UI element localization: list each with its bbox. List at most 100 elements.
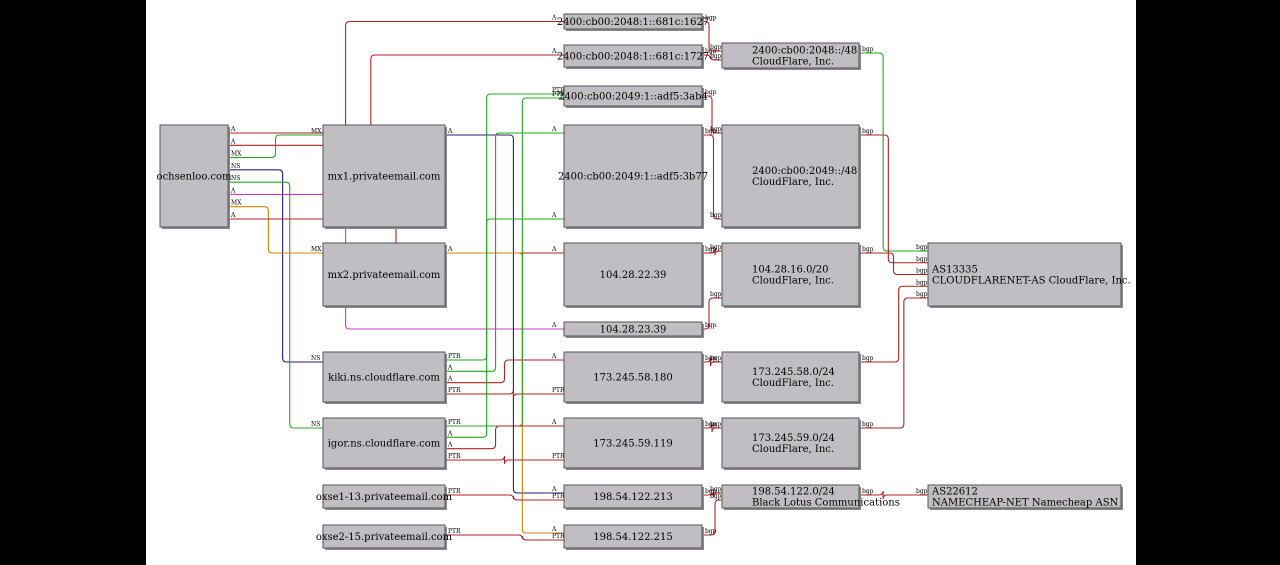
edge-ip1627-to-net2048-bgp (702, 20, 722, 52)
edge-label: A (447, 430, 453, 437)
edge-kiki-to-ip3ab4-ptr (445, 93, 564, 361)
edge-ochsenloo-to-mx2-mx (228, 206, 323, 254)
edge-label: bgp (705, 355, 717, 362)
edge-label: bgp (705, 488, 717, 495)
node-2400-cb00-2049-1-adf5-3b77: 2400:cb00:2049:1::adf5:3b77 (558, 124, 708, 229)
node-label: oxse1-13.privateemail.com (316, 492, 453, 503)
node-label: 173.245.59.119 (593, 439, 673, 450)
edge-label: A (230, 187, 236, 194)
edge-ip3ab4-to-net2049-bgp (702, 95, 722, 134)
edge-label: bgp (710, 486, 722, 493)
edge-kiki-to-ip58180-a (445, 359, 564, 384)
node-label: mx2.privateemail.com (328, 270, 441, 281)
edge-label: bgp (916, 244, 928, 251)
node-label: 198.54.122.215 (593, 532, 673, 543)
edge-label: A (551, 126, 557, 133)
edge-label: A (230, 212, 236, 219)
edge-label: bgp (705, 89, 717, 96)
edge-igor-to-ip59119-ptr (445, 455, 564, 465)
edge-label: NS (231, 175, 240, 182)
edge-kiki-to-ip58180-ptr (445, 389, 564, 399)
edge-label: PTR (448, 419, 461, 426)
node-label: 198.54.122.0/24 (752, 487, 835, 498)
node-mx2-privateemail-com: mx2.privateemail.com (322, 242, 447, 308)
edge-net198-to-as22612-bgp (859, 490, 928, 500)
edge-label: bgp (705, 528, 717, 535)
edge-label: bgp (710, 421, 722, 428)
edge-oxse1-to-ip213-ptr (445, 494, 564, 501)
edge-label: bgp (862, 46, 874, 53)
edge-label: NS (311, 355, 320, 362)
edge-label: bgp (710, 493, 722, 500)
edge-label: bgp (710, 126, 722, 133)
node-label: oxse2-15.privateemail.com (316, 532, 453, 543)
node-label: 2400:cb00:2049:1::adf5:3b77 (558, 172, 708, 183)
node-198-54-122-213: 198.54.122.213 (563, 484, 704, 510)
edge-label: bgp (710, 291, 722, 298)
edge-label: A (551, 526, 557, 533)
edge-label: bgp (862, 355, 874, 362)
edge-label: bgp (710, 212, 722, 219)
edge-label: MX (231, 151, 242, 158)
edge-label: PTR (552, 91, 565, 98)
node-label: AS22612 (931, 487, 978, 498)
node-sublabel: CloudFlare, Inc. (752, 444, 834, 455)
node-173-245-58-180: 173.245.58.180 (563, 351, 704, 404)
edge-label: A (230, 138, 236, 145)
edge-label: bgp (705, 322, 717, 329)
edge-ip59119-to-net59-bgp (702, 423, 722, 433)
edge-label: A (551, 419, 557, 426)
edge-label: PTR (552, 533, 565, 540)
edge-ip58180-to-net58-bgp (702, 357, 722, 367)
edge-label: bgp (862, 128, 874, 135)
edge-label: NS (231, 163, 240, 170)
edge-label: A (447, 128, 453, 135)
edge-label: bgp (862, 246, 874, 253)
edge-label: PTR (448, 387, 461, 394)
edge-label: MX (231, 200, 242, 207)
edge-label: bgp (705, 48, 717, 55)
edge-label: MX (311, 246, 322, 253)
edge-ip215-to-net198-bgp (702, 499, 722, 536)
edge-label: PTR (552, 387, 565, 394)
node-sublabel: CLOUDFLARENET-AS CloudFlare, Inc. (932, 276, 1131, 287)
edge-ip2339-to-net10428-bgp (702, 297, 722, 330)
edge-label: PTR (448, 353, 461, 360)
node-kiki-ns-cloudflare-com: kiki.ns.cloudflare.com (322, 351, 447, 404)
edge-label: PTR (552, 453, 565, 460)
node-label: igor.ns.cloudflare.com (328, 439, 441, 450)
node-104-28-23-39: 104.28.23.39 (563, 321, 704, 338)
node-label: 104.28.22.39 (600, 270, 667, 281)
edge-label: bgp (862, 421, 874, 428)
edge-label: A (447, 364, 453, 371)
edge-label: bgp (705, 421, 717, 428)
node-oxse2-15-privateemail-com: oxse2-15.privateemail.com (316, 524, 453, 550)
edge-label: A (230, 126, 236, 133)
node-label: 173.245.58.180 (593, 373, 673, 384)
edge-label: bgp (710, 44, 722, 51)
node-198-54-122-215: 198.54.122.215 (563, 524, 704, 550)
edge-label: bgp (916, 488, 928, 495)
edge-label: PTR (552, 87, 565, 94)
node-label: 2400:cb00:2049::/48 (752, 166, 857, 177)
edge-igor-to-ip3b77-a (445, 218, 564, 438)
node-label: 104.28.23.39 (600, 325, 667, 336)
node-label: 173.245.58.0/24 (752, 367, 835, 378)
edge-label: bgp (916, 256, 928, 263)
node-sublabel: CloudFlare, Inc. (752, 177, 834, 188)
edge-label: bgp (862, 488, 874, 495)
node-oxse1-13-privateemail-com: oxse1-13.privateemail.com (316, 484, 453, 510)
edge-ip3b77-to-net2049-bgp (702, 134, 722, 220)
node-label: 2400:cb00:2048:1::681c:1627 (557, 17, 709, 28)
node-sublabel: CloudFlare, Inc. (752, 276, 834, 287)
edge-label: bgp (916, 291, 928, 298)
node-2400-cb00-2048-1-681c-1627: 2400:cb00:2048:1::681c:1627 (557, 13, 709, 31)
node-label: 2400:cb00:2048::/48 (752, 46, 857, 57)
edge-net59-to-as13335-bgp (859, 297, 928, 429)
node-sublabel: CloudFlare, Inc. (752, 378, 834, 389)
